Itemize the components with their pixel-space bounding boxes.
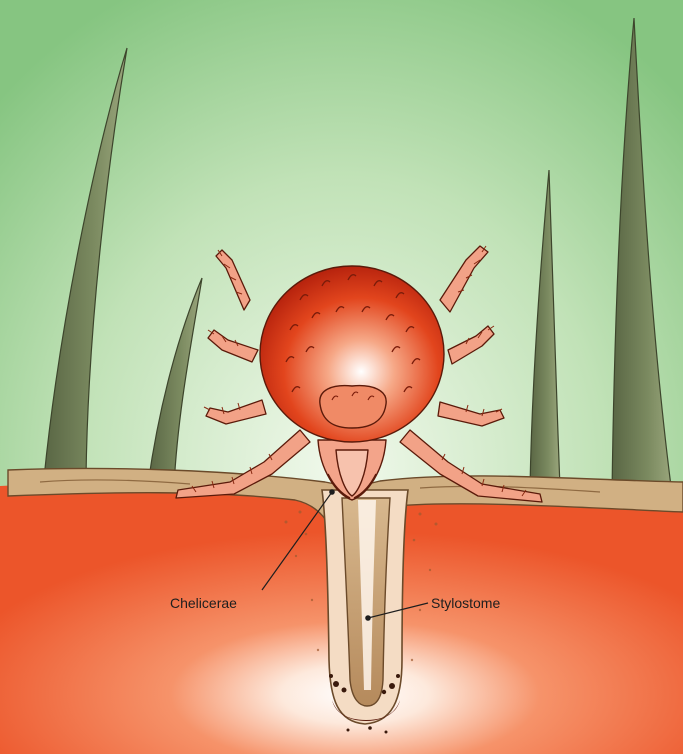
chelicerae-label: Chelicerae bbox=[170, 595, 237, 611]
stylostome-label: Stylostome bbox=[431, 595, 500, 611]
scutum bbox=[320, 386, 386, 428]
